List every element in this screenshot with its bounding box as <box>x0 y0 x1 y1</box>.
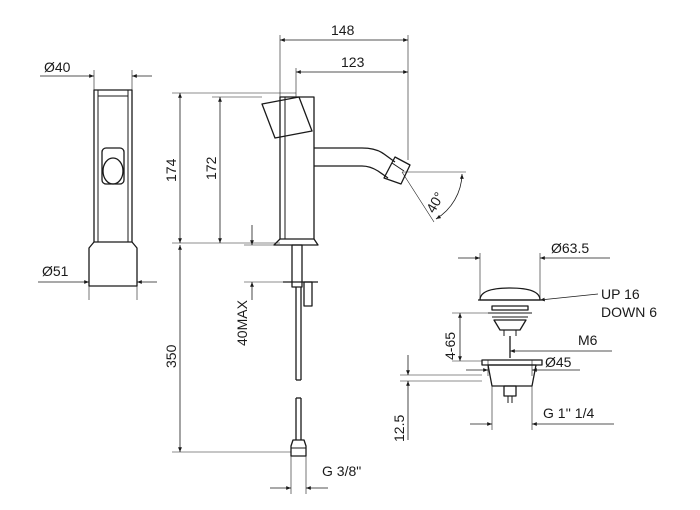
dim-height: 172 <box>203 156 219 180</box>
side-view-knob <box>102 157 124 185</box>
mixer-shank <box>291 244 303 288</box>
dim-flange-height: 12.5 <box>391 415 407 442</box>
side-view-base <box>88 241 138 287</box>
mixer-lever <box>261 96 313 139</box>
dim-stroke-down: DOWN 6 <box>601 304 657 320</box>
dim-outlet-thread: G 1'' 1/4 <box>543 405 594 421</box>
side-view: Ø40 Ø51 <box>38 59 157 300</box>
dim-deck-max: 40MAX <box>234 299 250 346</box>
dim-rod-thread: M6 <box>578 332 598 348</box>
dim-spray-angle: 40° <box>423 189 447 215</box>
front-view: 148 123 174 172 40MAX 350 40° G 3/8" <box>163 22 466 494</box>
mixer-spout <box>314 147 396 179</box>
dim-side-diameter: Ø40 <box>44 59 71 75</box>
waste-flange <box>481 359 543 366</box>
mixer-base <box>273 238 319 246</box>
dim-base-diameter: Ø51 <box>42 263 69 279</box>
dim-flange-diameter: Ø45 <box>545 354 572 370</box>
dim-reach: 123 <box>341 54 365 70</box>
mixer-nut <box>303 281 313 307</box>
dim-adjust-range: 4-65 <box>442 332 458 360</box>
waste-spring-housing <box>493 319 527 331</box>
waste-seal <box>491 305 529 311</box>
waste-body <box>487 364 537 387</box>
waste-outlet <box>503 385 517 397</box>
dim-cap-diameter: Ø63.5 <box>551 240 589 256</box>
waste-cap <box>479 287 541 301</box>
dim-stroke-up: UP 16 <box>601 286 640 302</box>
dim-hose-length: 350 <box>163 344 179 368</box>
dim-inlet-thread: G 3/8" <box>322 463 361 479</box>
dim-reach-total: 148 <box>331 22 355 38</box>
waste-view: Ø63.5 UP 16 DOWN 6 4-65 M6 Ø45 12.5 G 1'… <box>391 240 657 442</box>
dim-height-total: 174 <box>163 158 179 182</box>
spout-nozzle <box>383 156 411 185</box>
side-view-body <box>93 89 133 243</box>
